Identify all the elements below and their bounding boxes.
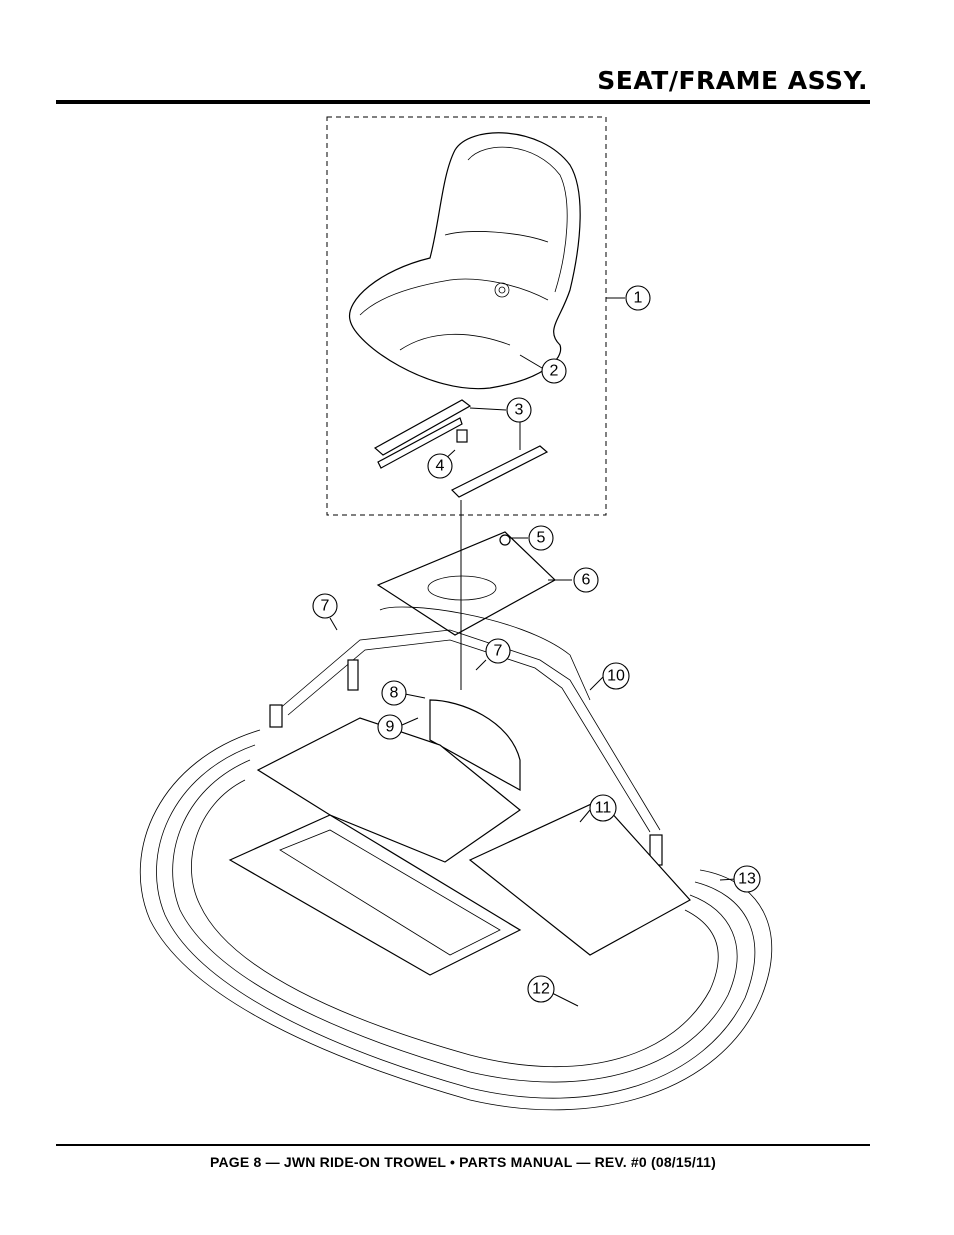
callout-1: 1 [625, 285, 651, 311]
seat-plate-drawing [376, 531, 557, 636]
page-title: SEAT/FRAME ASSY. [597, 66, 868, 95]
deck-drawing [228, 717, 691, 976]
guard-ring-drawing [139, 729, 773, 1111]
seat-assembly-box [326, 116, 607, 516]
callout-2: 2 [541, 358, 567, 384]
svg-text:5: 5 [537, 530, 546, 547]
callout-8: 8 [381, 680, 407, 706]
svg-text:4: 4 [436, 458, 445, 475]
callout-6: 6 [573, 567, 599, 593]
callout-11: 11 [589, 794, 617, 822]
svg-text:11: 11 [595, 800, 612, 817]
callout-7a: 7 [312, 593, 338, 619]
svg-text:9: 9 [386, 719, 395, 736]
svg-text:3: 3 [515, 402, 524, 419]
callout-5: 5 [528, 525, 554, 551]
svg-text:7: 7 [494, 643, 503, 660]
svg-text:2: 2 [550, 363, 559, 380]
callout-4: 4 [427, 453, 453, 479]
svg-text:1: 1 [634, 290, 643, 307]
svg-text:13: 13 [738, 871, 756, 888]
callout-12: 12 [527, 975, 555, 1003]
footer-rule [56, 1144, 870, 1146]
callout-10: 10 [602, 662, 630, 690]
callout-9: 9 [377, 714, 403, 740]
seat-slides-drawing [373, 399, 549, 498]
svg-text:7: 7 [321, 598, 330, 615]
svg-text:8: 8 [390, 685, 399, 702]
svg-text:6: 6 [582, 572, 591, 589]
callout-7b: 7 [485, 638, 511, 664]
svg-text:10: 10 [607, 668, 625, 685]
page-footer: PAGE 8 — JWN RIDE-ON TROWEL • PARTS MANU… [209, 1154, 717, 1170]
header-rule [56, 100, 870, 104]
svg-text:12: 12 [532, 981, 550, 998]
callout-3: 3 [506, 397, 532, 423]
callout-13: 13 [733, 865, 761, 893]
seat-drawing [349, 132, 581, 390]
